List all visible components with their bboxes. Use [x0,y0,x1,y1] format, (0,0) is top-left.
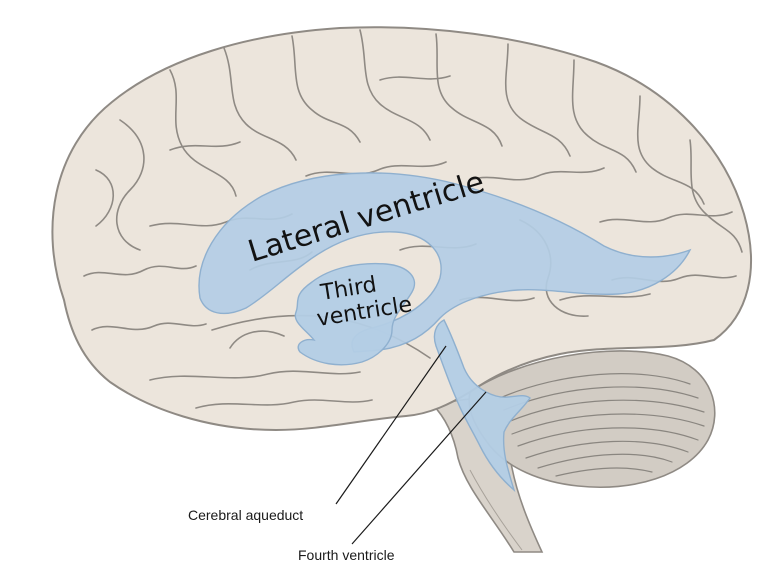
cerebral-aqueduct-leader-line [335,345,447,505]
lateral-ventricle-shape [198,172,692,353]
ventricular-system [198,172,692,493]
fourth-ventricle-leader-line [351,391,487,545]
third-ventricle-shape [294,262,416,366]
aqueduct-and-fourth-ventricle-shape [433,319,531,493]
cerebral-aqueduct-label: Cerebral aqueduct [188,507,303,523]
fourth-ventricle-label: Fourth ventricle [298,547,395,563]
